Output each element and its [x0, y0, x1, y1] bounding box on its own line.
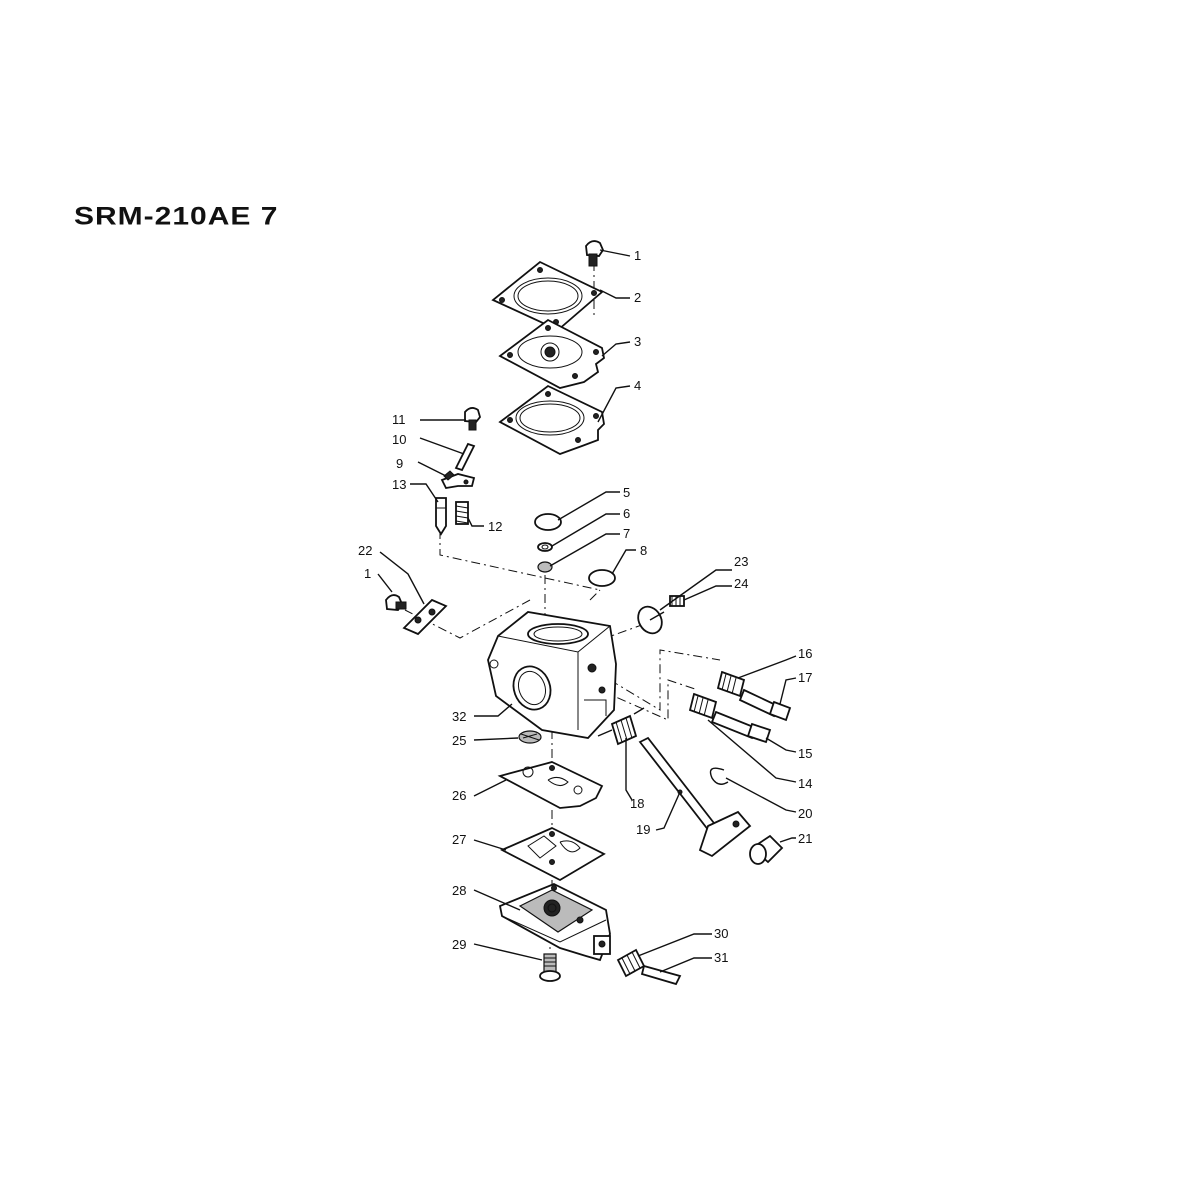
part-screen-7: [537, 561, 553, 573]
part-valve-23: [637, 605, 665, 635]
part-cover-28: [498, 883, 611, 962]
part-plug-8: [588, 569, 616, 587]
callout-4: 4: [634, 378, 641, 393]
part-needle-13: [435, 497, 447, 536]
callout-16: 16: [798, 646, 812, 661]
part-knob-21: [749, 834, 784, 865]
callout-30: 30: [714, 926, 728, 941]
callout-22: 22: [358, 543, 372, 558]
part-screw-24: [669, 595, 685, 607]
part-plug-5: [534, 513, 562, 531]
part-plate-22: [402, 598, 448, 636]
callout-29: 29: [452, 937, 466, 952]
callout-27: 27: [452, 832, 466, 847]
part-diaphragm-3: [498, 318, 605, 389]
callout-13: 13: [392, 477, 406, 492]
callout-5: 5: [623, 485, 630, 500]
callout-8: 8: [640, 543, 647, 558]
callout-14: 14: [798, 776, 812, 791]
callout-25: 25: [452, 733, 466, 748]
callout-32: 32: [452, 709, 466, 724]
callout-19: 19: [636, 822, 650, 837]
part-gasket-26: [497, 761, 604, 809]
callout-10: 10: [392, 432, 406, 447]
part-screw-left: [385, 594, 407, 611]
part-gasket-4: [498, 384, 605, 455]
callout-11: 11: [392, 412, 406, 427]
part-spring-14: [688, 692, 718, 720]
callout-9: 9: [396, 456, 403, 471]
callout-20: 20: [798, 806, 812, 821]
part-needle-31: [640, 964, 682, 986]
callout-24: 24: [734, 576, 748, 591]
part-pin-10: [454, 442, 476, 472]
part-spring-16: [716, 670, 746, 698]
callout-7: 7: [623, 526, 630, 541]
callout-labels: 1 2 3 4 5 6 7 8 9 10 11 12 13 1 14 15 16…: [358, 248, 812, 965]
callout-17: 17: [798, 670, 812, 685]
callout-1-top: 1: [634, 248, 641, 263]
callout-31: 31: [714, 950, 728, 965]
part-screw-top: [585, 240, 605, 267]
callout-15: 15: [798, 746, 812, 761]
part-needle-17: [738, 688, 792, 722]
leader-lines: [377, 249, 797, 973]
callout-6: 6: [623, 506, 630, 521]
callout-2: 2: [634, 290, 641, 305]
part-diaphragm-27: [499, 827, 606, 882]
callout-28: 28: [452, 883, 466, 898]
part-carburetor-body-32: [487, 611, 617, 739]
page-title: SRM-210AE 7: [74, 203, 279, 231]
part-washer-6: [537, 542, 553, 552]
part-clip-20: [709, 767, 729, 785]
part-screw-11: [464, 407, 481, 431]
part-screw-29: [539, 953, 561, 982]
part-spring-12: [455, 501, 469, 525]
part-screen-25: [518, 730, 542, 744]
part-lever-9: [440, 470, 476, 489]
part-spring-30: [616, 948, 646, 978]
callout-3: 3: [634, 334, 641, 349]
part-spring-18: [597, 707, 645, 746]
callout-21: 21: [798, 831, 812, 846]
part-shaft-19: [638, 736, 752, 858]
callout-23: 23: [734, 554, 748, 569]
callout-18: 18: [630, 796, 644, 811]
callout-12: 12: [488, 519, 502, 534]
part-needle-15: [710, 710, 772, 744]
callout-26: 26: [452, 788, 466, 803]
callout-1-left: 1: [364, 566, 371, 581]
